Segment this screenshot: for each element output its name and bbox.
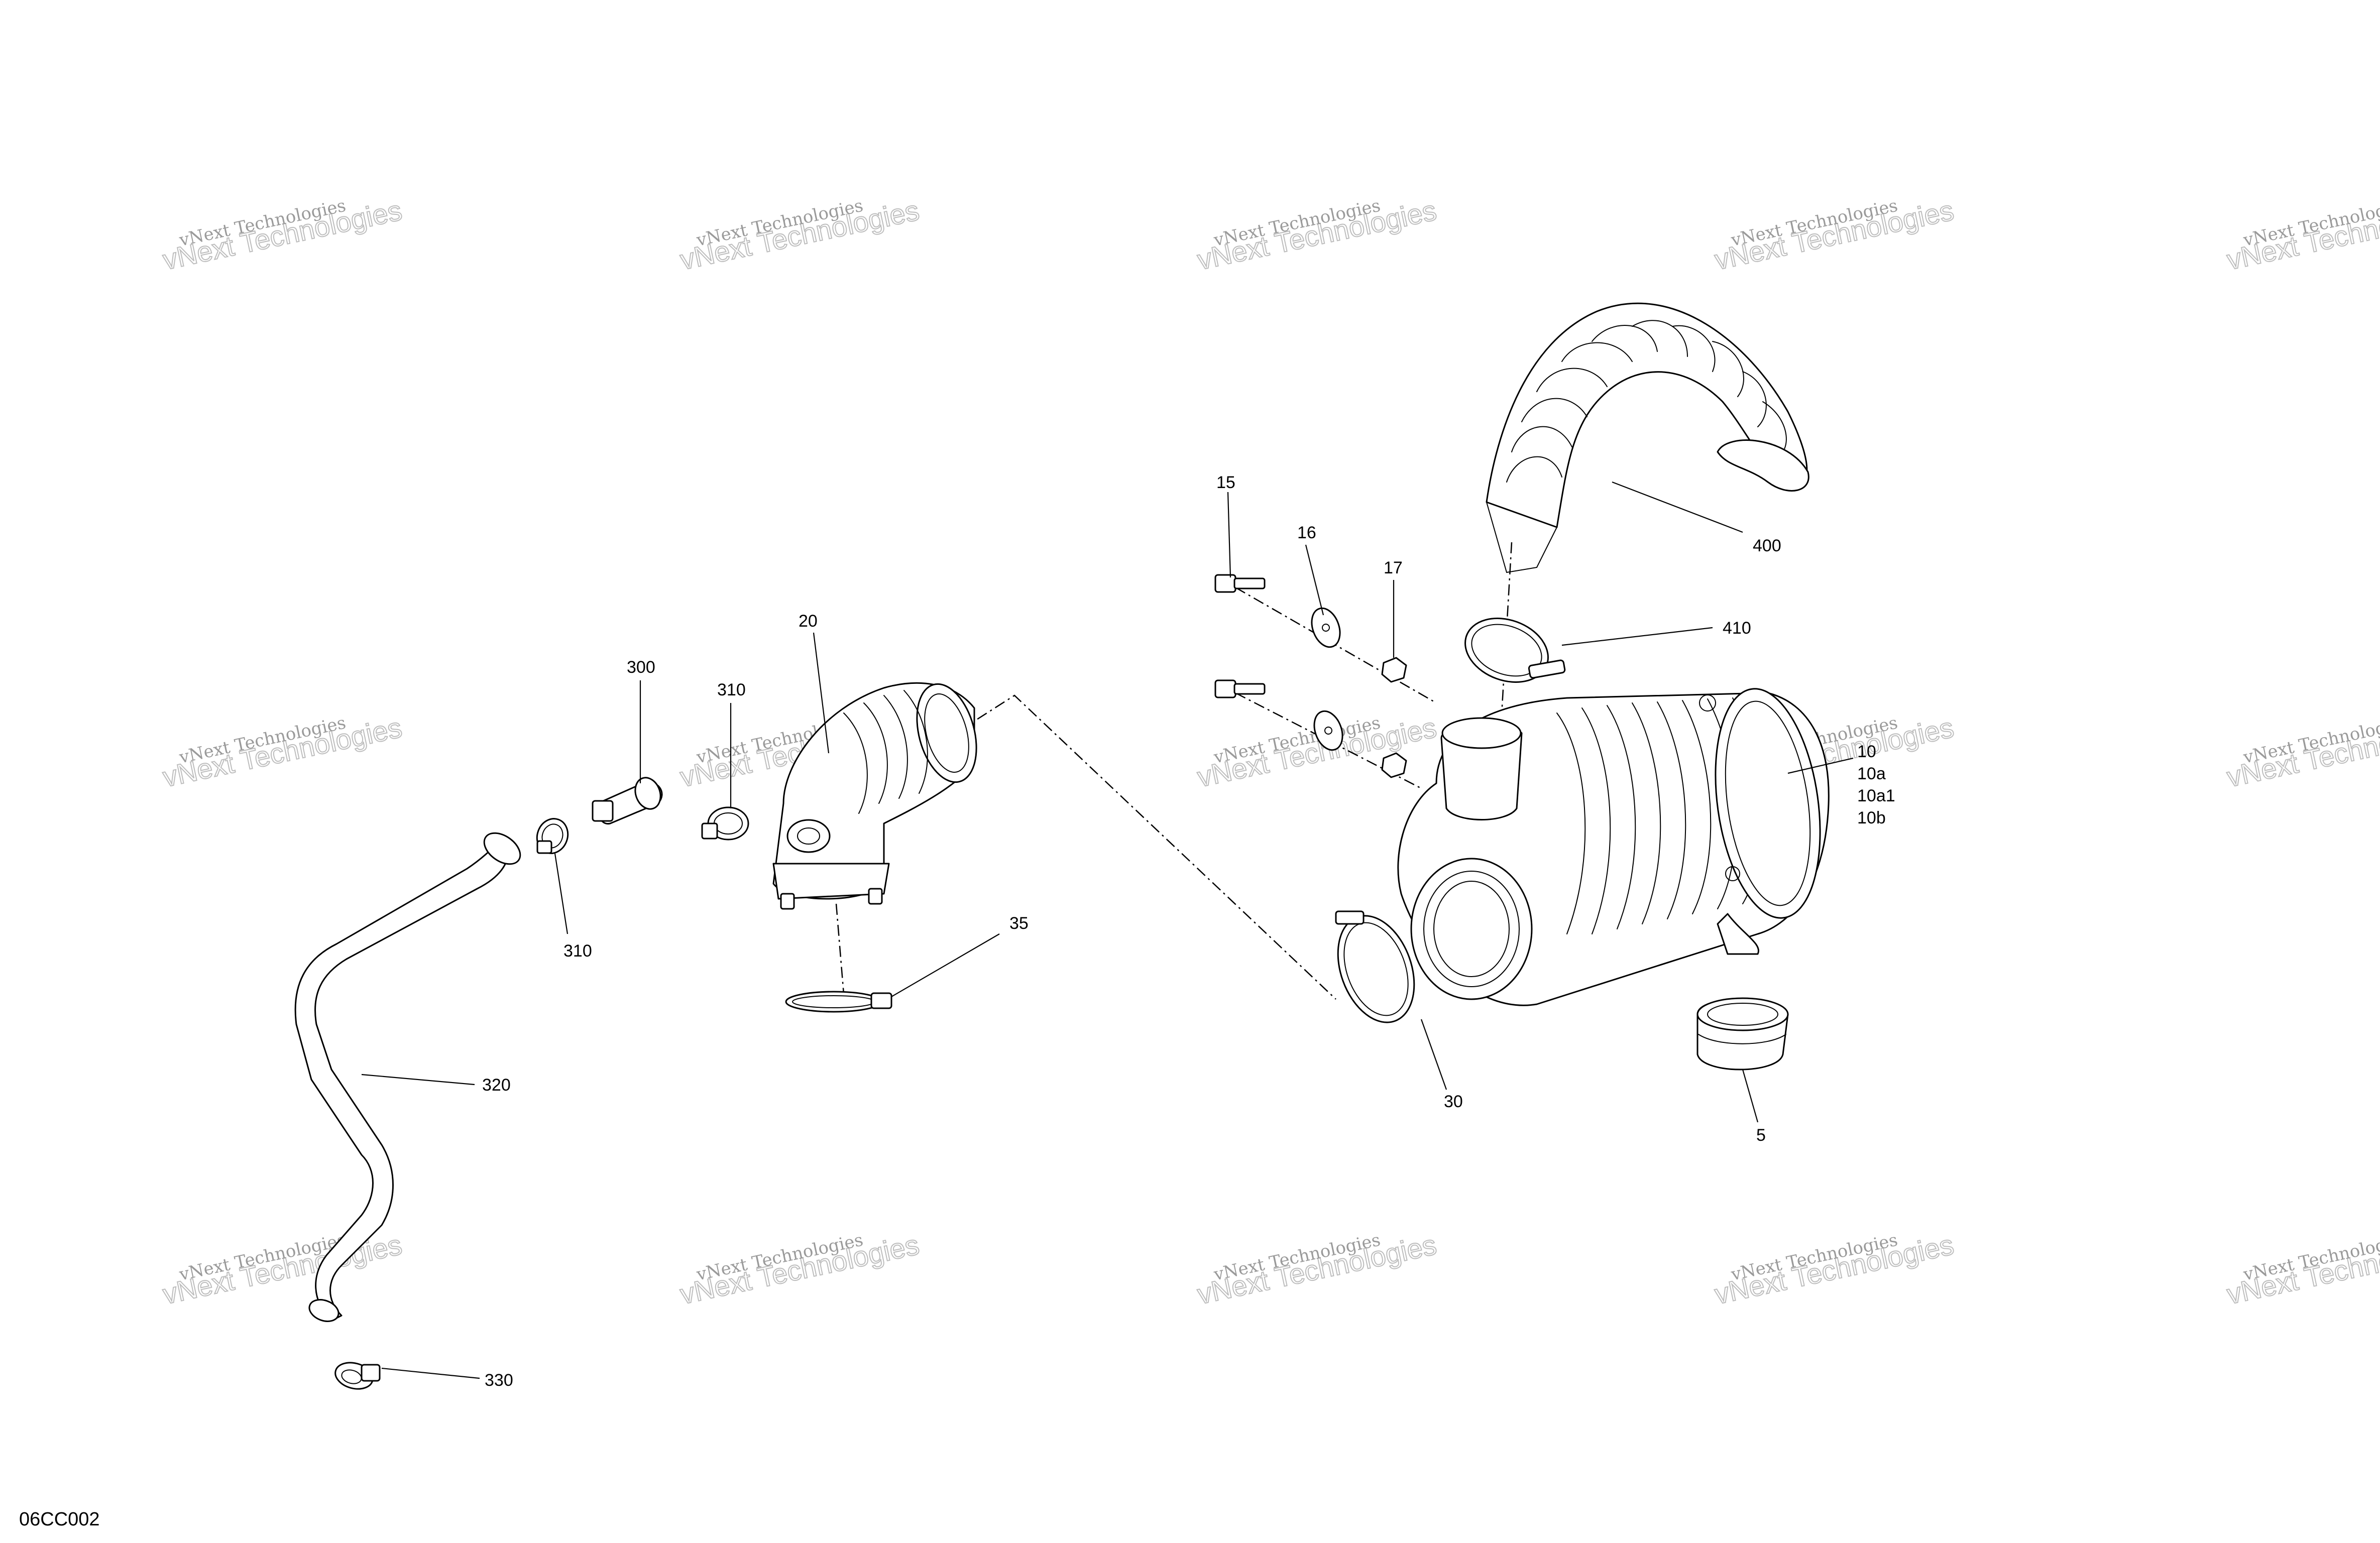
watermark: vNext Technologies vNext Technologies	[1712, 1228, 1957, 1311]
leader-320	[361, 1074, 475, 1086]
vent-hose-320	[294, 832, 521, 1322]
fitting-300	[592, 777, 663, 824]
callout-15: 15	[1216, 473, 1235, 492]
diagram-reference-code: 06CC002	[19, 1509, 100, 1530]
watermark: vNext Technologies vNext Technologies	[1194, 711, 1440, 793]
callout-20: 20	[799, 612, 818, 631]
leader-35	[891, 933, 1000, 997]
washer-16-lower	[1313, 710, 1343, 751]
leader-310-lower	[554, 853, 569, 934]
intake-adapter-20	[772, 682, 977, 910]
watermark: vNext Technologies vNext Technologies	[160, 711, 405, 793]
leader-10	[1787, 757, 1854, 774]
leader-20	[813, 632, 830, 754]
watermark: vNext Technologies vNext Technologies	[2224, 711, 2380, 793]
callout-30: 30	[1444, 1092, 1463, 1111]
hose-clamp-310-lower	[536, 818, 569, 854]
callout-17: 17	[1384, 558, 1403, 577]
watermark: vNext Technologies vNext Technologies	[1712, 194, 1957, 276]
fastener-set	[1214, 574, 1407, 778]
clamp-30	[1335, 910, 1415, 1023]
callout-10a1: 10a1	[1857, 786, 1895, 805]
callout-labels: 15 16 17 400 410 10 10a 10a1 10b 20 300 …	[482, 473, 1895, 1390]
watermark: vNext Technologies vNext Technologies	[2224, 194, 2380, 276]
watermark: vNext Technologies vNext Technologies	[1194, 1228, 1440, 1311]
watermark: vNext Technologies vNext Technologies	[2224, 1228, 2380, 1311]
callout-310-lower: 310	[563, 941, 592, 961]
watermark: vNext Technologies vNext Technologies	[677, 194, 923, 276]
leader-15	[1227, 492, 1231, 578]
leader-400	[1612, 481, 1743, 533]
nut-17-lower	[1381, 752, 1407, 778]
callout-10b: 10b	[1857, 808, 1886, 827]
callout-410: 410	[1723, 619, 1751, 638]
hose-clip-330	[334, 1362, 381, 1390]
leader-5	[1742, 1069, 1759, 1123]
nut-17-upper	[1381, 657, 1407, 683]
callout-10: 10	[1857, 742, 1876, 761]
callout-5: 5	[1756, 1126, 1766, 1145]
sleeve-5	[1696, 997, 1789, 1071]
leader-30	[1420, 1019, 1447, 1090]
leader-16	[1305, 544, 1324, 616]
axis-line-clamp-35	[835, 903, 845, 995]
leader-410	[1561, 627, 1713, 646]
callout-320: 320	[482, 1076, 511, 1095]
callout-300: 300	[627, 658, 655, 677]
callout-10a: 10a	[1857, 764, 1886, 783]
leader-lines	[361, 481, 1854, 1379]
watermark-layer: vNext Technologies vNext Technologies vN…	[160, 194, 2380, 1311]
watermark: vNext Technologies vNext Technologies	[160, 194, 405, 276]
clamp-35	[785, 991, 892, 1013]
leader-330	[381, 1367, 480, 1379]
callout-16: 16	[1297, 523, 1316, 542]
axis-line-intake	[924, 694, 1336, 1000]
callout-330: 330	[485, 1371, 513, 1390]
hose-clamp-310-upper	[701, 806, 749, 841]
callout-310-upper: 310	[717, 680, 746, 699]
inlet-duct-400	[1486, 302, 1809, 573]
callout-400: 400	[1753, 536, 1781, 555]
watermark: vNext Technologies vNext Technologies	[1194, 194, 1440, 276]
callout-35: 35	[1009, 914, 1029, 933]
washer-16-upper	[1311, 607, 1341, 648]
watermark: vNext Technologies vNext Technologies	[677, 1228, 923, 1311]
air-filter-housing-10	[1397, 688, 1830, 1006]
clamp-410	[1464, 618, 1566, 683]
bolt-15-lower	[1214, 679, 1266, 698]
bolt-15-upper	[1214, 574, 1266, 593]
